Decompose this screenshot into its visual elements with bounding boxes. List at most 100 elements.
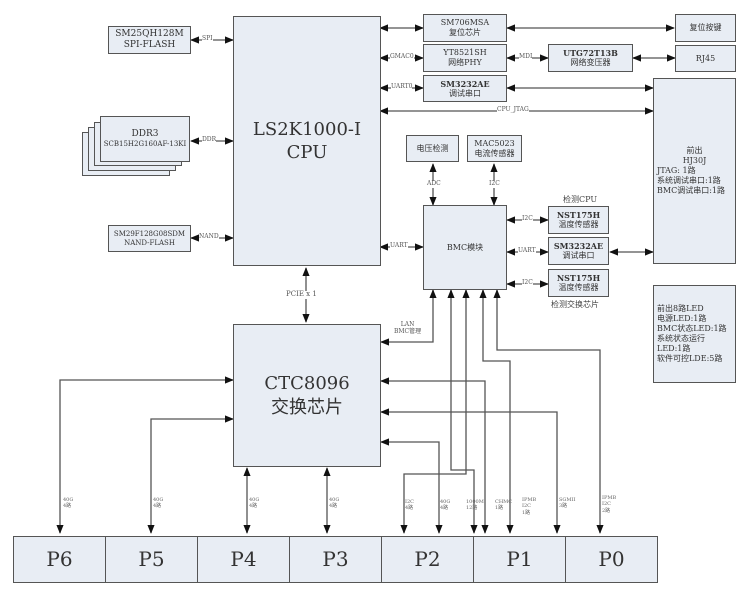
nand-flash-label: NAND-FLASH (124, 238, 175, 247)
debug-uart-bmc-box: SM3232AE 调试串口 (548, 237, 609, 265)
debug-uart-cpu-label: 调试串口 (449, 88, 481, 98)
led-panel-line: LED:1路 (657, 344, 691, 353)
reset-chip-label: 复位芯片 (449, 28, 481, 37)
temp-sensor-switch-label: 温度传感器 (558, 283, 599, 292)
spi-flash-box: SM25QH128M SPI-FLASH (108, 26, 191, 54)
lan-label-line1: LAN (400, 321, 415, 328)
front-panel-line: HJ30J (682, 156, 707, 165)
rj45-box: RJ45 (675, 45, 736, 72)
cpu-bmc-uart-label: UART (390, 242, 408, 250)
front-panel-line: BMC调试串口:1路 (657, 186, 725, 195)
port-p1: P1 (473, 536, 566, 583)
nand-flash-model: SM29F128G08SDM (113, 229, 186, 238)
led-panel-line: 系统状态运行 (657, 334, 705, 343)
voltage-detect-label: 电压检测 (416, 143, 449, 153)
port-p0: P0 (565, 536, 658, 583)
led-panel-line: BMC状态LED:1路 (657, 324, 727, 333)
port-p4: P4 (197, 536, 290, 583)
adc-bus-label: ADC (427, 180, 441, 188)
nand-bus-label: NAND (199, 233, 219, 241)
phy-label: 网络PHY (448, 58, 482, 67)
spi-flash-label: SPI-FLASH (123, 40, 176, 50)
front-panel-line: 前出 (686, 146, 703, 155)
reset-button-box: 复位按键 (675, 14, 736, 42)
transformer-label: 网络变压器 (570, 58, 611, 67)
led-panel-line: 前出8路LED (657, 304, 704, 313)
i2c-current-bus-label: I2C (489, 180, 500, 188)
led-panel-box: 前出8路LED 电源LED:1路 BMC状态LED:1路 系统状态运行 LED:… (653, 285, 736, 383)
nand-flash-box: SM29F128G08SDM NAND-FLASH (108, 225, 191, 252)
temp-sensor-switch-box: NST175H 温度传感器 (548, 269, 609, 297)
mdi-bus-label: MDI (519, 53, 533, 61)
port-p6: P6 (13, 536, 106, 583)
lan-bus-label: LAN BMC管理 (394, 321, 422, 335)
pcie-bus-label: PCIE x 1 (286, 290, 317, 299)
current-sensor-label: 电流传感器 (474, 148, 515, 158)
debug-uart-cpu-model: SM3232AE (440, 78, 490, 89)
bmc-box: BMC模块 (423, 205, 507, 290)
debug-uart-bmc-model: SM3232AE (553, 241, 604, 251)
spi-bus-label: SPI (202, 35, 213, 43)
current-sensor-model: MAC5023 (474, 138, 515, 148)
phy-box: YT8521SH 网络PHY (423, 44, 507, 72)
switch-chip-model: CTC8096 (264, 373, 350, 395)
rj45-label: RJ45 (695, 53, 716, 63)
uart-bmc-label: UART (518, 247, 536, 255)
transformer-box: UTG72T13B 网络变压器 (548, 44, 633, 72)
reset-chip-box: SM706MSA 复位芯片 (423, 14, 507, 42)
switch-p6-link (56, 376, 234, 534)
front-panel-box: 前出 HJ30J JTAG: 1路 系统调试串口:1路 BMC调试串口:1路 (653, 78, 736, 264)
front-panel-line: JTAG: 1路 (657, 166, 696, 175)
temp-sensor-switch-caption: 检测交换芯片 (551, 300, 599, 309)
lan-label-line2: BMC管理 (394, 327, 422, 335)
switch-chip-box: CTC8096 交换芯片 (233, 324, 381, 467)
temp-sensor-cpu-model: NST175H (556, 210, 601, 220)
voltage-detect-box: 电压检测 (406, 135, 459, 162)
reset-chip-model: SM706MSA (440, 18, 490, 27)
cpu-jtag-bus-label: CPU_JTAG (497, 106, 529, 114)
i2c-temp-switch-label: I2C (522, 279, 533, 287)
transformer-model: UTG72T13B (563, 48, 618, 58)
switch-p2-link (380, 438, 443, 534)
switch-sgmii-link (380, 408, 561, 534)
temp-sensor-cpu-caption: 检测CPU (563, 195, 598, 204)
cpu-label: CPU (286, 142, 328, 163)
ddr-model: SCB15H2G160AF-13KI (103, 140, 187, 149)
cpu-box: LS2K1000-I CPU (233, 16, 381, 266)
switch-chip-label: 交换芯片 (271, 396, 343, 418)
port-p2: P2 (381, 536, 474, 583)
temp-sensor-cpu-label: 温度传感器 (558, 220, 599, 229)
debug-uart-bmc-label: 调试串口 (562, 251, 595, 260)
bmc-line-d (493, 289, 604, 534)
led-panel-line: 软件可控LDE:5路 (657, 354, 723, 363)
phy-model: YT8521SH (443, 48, 487, 57)
spi-flash-model: SM25QH128M (115, 28, 184, 39)
port-p3: P3 (289, 536, 382, 583)
i2c-temp-cpu-label: I2C (522, 215, 533, 223)
ddr-bus-label: DDR (202, 136, 217, 144)
ddr-type: DDR3 (131, 129, 159, 139)
uart0-bus-label: UART0 (391, 83, 413, 91)
switch-p5-link (147, 415, 234, 534)
gmac0-bus-label: GMAC0 (390, 53, 414, 61)
ddr-box: DDR3 SCB15H2G160AF-13KI (100, 116, 190, 162)
led-panel-line: 电源LED:1路 (657, 314, 707, 323)
temp-sensor-switch-model: NST175H (556, 273, 601, 283)
debug-uart-cpu-box: SM3232AE 调试串口 (423, 75, 507, 102)
reset-button-label: 复位按键 (689, 23, 722, 32)
port-p5: P5 (105, 536, 198, 583)
current-sensor-box: MAC5023 电流传感器 (467, 135, 522, 162)
front-panel-line: 系统调试串口:1路 (657, 176, 721, 185)
cpu-model: LS2K1000-I (252, 118, 362, 140)
